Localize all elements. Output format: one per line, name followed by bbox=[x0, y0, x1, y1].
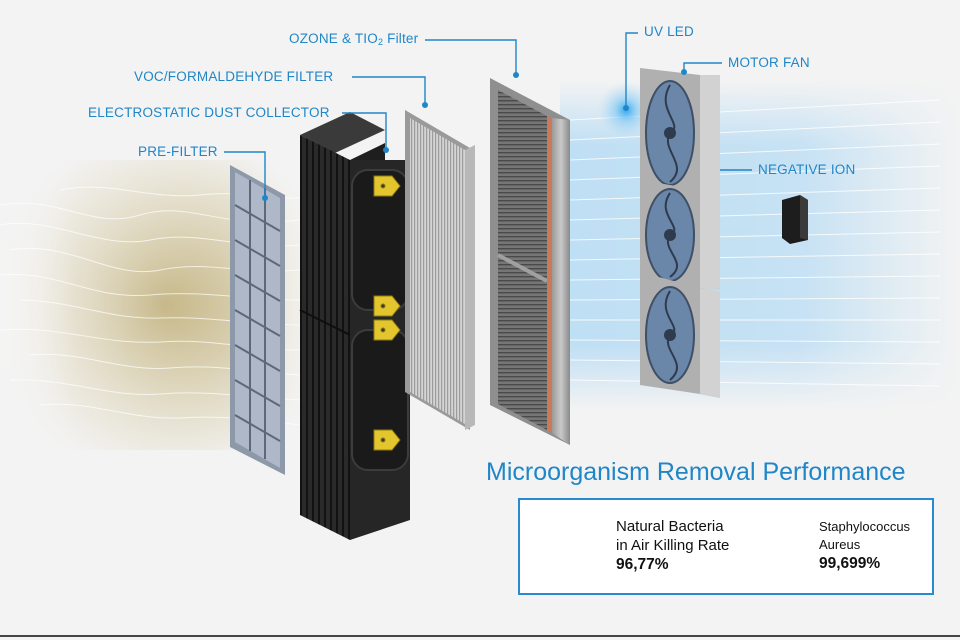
label-voc-filter: VOC/FORMALDEHYDE FILTER bbox=[134, 69, 334, 84]
stat-value: 96,77% bbox=[616, 556, 669, 573]
stat-line1: Natural Bacteria bbox=[616, 518, 724, 535]
label-pre-filter: PRE-FILTER bbox=[138, 144, 218, 159]
motor-fan-stack bbox=[640, 68, 720, 398]
label-negative-ion: NEGATIVE ION bbox=[758, 162, 856, 177]
stat-value: 99,699% bbox=[819, 555, 881, 572]
performance-title: Microorganism Removal Performance bbox=[486, 458, 906, 486]
label-uv-led: UV LED bbox=[644, 24, 694, 39]
voc-formaldehyde-filter bbox=[405, 110, 475, 430]
fan-unit bbox=[640, 68, 720, 200]
stat-line2: in Air Killing Rate bbox=[616, 537, 730, 554]
stat-line2: Aureus bbox=[819, 537, 861, 552]
label-ozone-tio2-filter: OZONE & TIO2 Filter bbox=[289, 31, 419, 47]
pre-filter-panel bbox=[230, 165, 285, 475]
label-motor-fan: MOTOR FAN bbox=[728, 55, 810, 70]
ozone-tio2-filter bbox=[490, 78, 570, 445]
fan-unit bbox=[640, 180, 720, 290]
negative-ion-module bbox=[782, 195, 808, 244]
stat-natural-bacteria: Natural Bacteria in Air Killing Rate 96,… bbox=[616, 517, 729, 574]
stat-staphylococcus: Staphylococcus Aureus 99,699% bbox=[819, 518, 910, 573]
stat-line1: Staphylococcus bbox=[819, 519, 911, 534]
fan-unit bbox=[640, 272, 720, 398]
performance-box bbox=[518, 498, 934, 595]
callout-dots bbox=[262, 69, 687, 201]
yellow-clip-icons bbox=[373, 175, 401, 451]
label-electrostatic-collector: ELECTROSTATIC DUST COLLECTOR bbox=[88, 105, 330, 120]
